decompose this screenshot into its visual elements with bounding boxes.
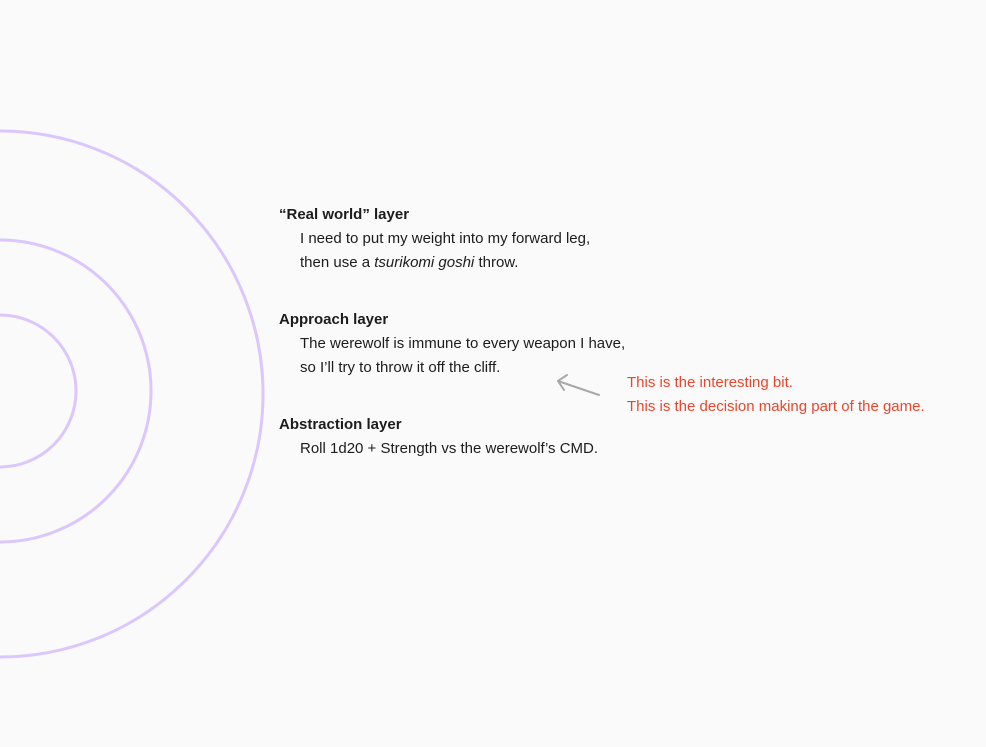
layer-title: “Real world” layer [279,206,410,223]
text-span: throw. [474,254,519,271]
annotation: This is the interesting bit. This is the… [627,371,925,419]
text-span: then use a [300,254,375,271]
technique-name: tsurikomi goshi [374,254,475,271]
annotation-line: This is the decision making part of the … [627,398,925,415]
arrow-left-icon [557,374,600,396]
outer-ring [0,129,265,659]
layer-description-line: so I’ll try to throw it off the cliff. [300,359,501,376]
layer-description-line: The werewolf is immune to every weapon I… [300,335,626,352]
inner-ring [0,313,78,469]
layer-title: Approach layer [279,311,389,328]
annotation-line: This is the interesting bit. [627,374,793,391]
layer-title: Abstraction layer [279,416,402,433]
real-world-layer: “Real world” layer I need to put my weig… [279,203,590,275]
approach-layer: Approach layer The werewolf is immune to… [279,308,625,380]
middle-ring [0,238,153,544]
concentric-rings-diagram [0,129,265,659]
layer-description-line: I need to put my weight into my forward … [300,230,591,247]
layer-description-line: then use a tsurikomi goshi throw. [300,251,590,275]
abstraction-layer: Abstraction layer Roll 1d20 + Strength v… [279,413,598,461]
layer-description-line: Roll 1d20 + Strength vs the werewolf’s C… [300,440,599,457]
